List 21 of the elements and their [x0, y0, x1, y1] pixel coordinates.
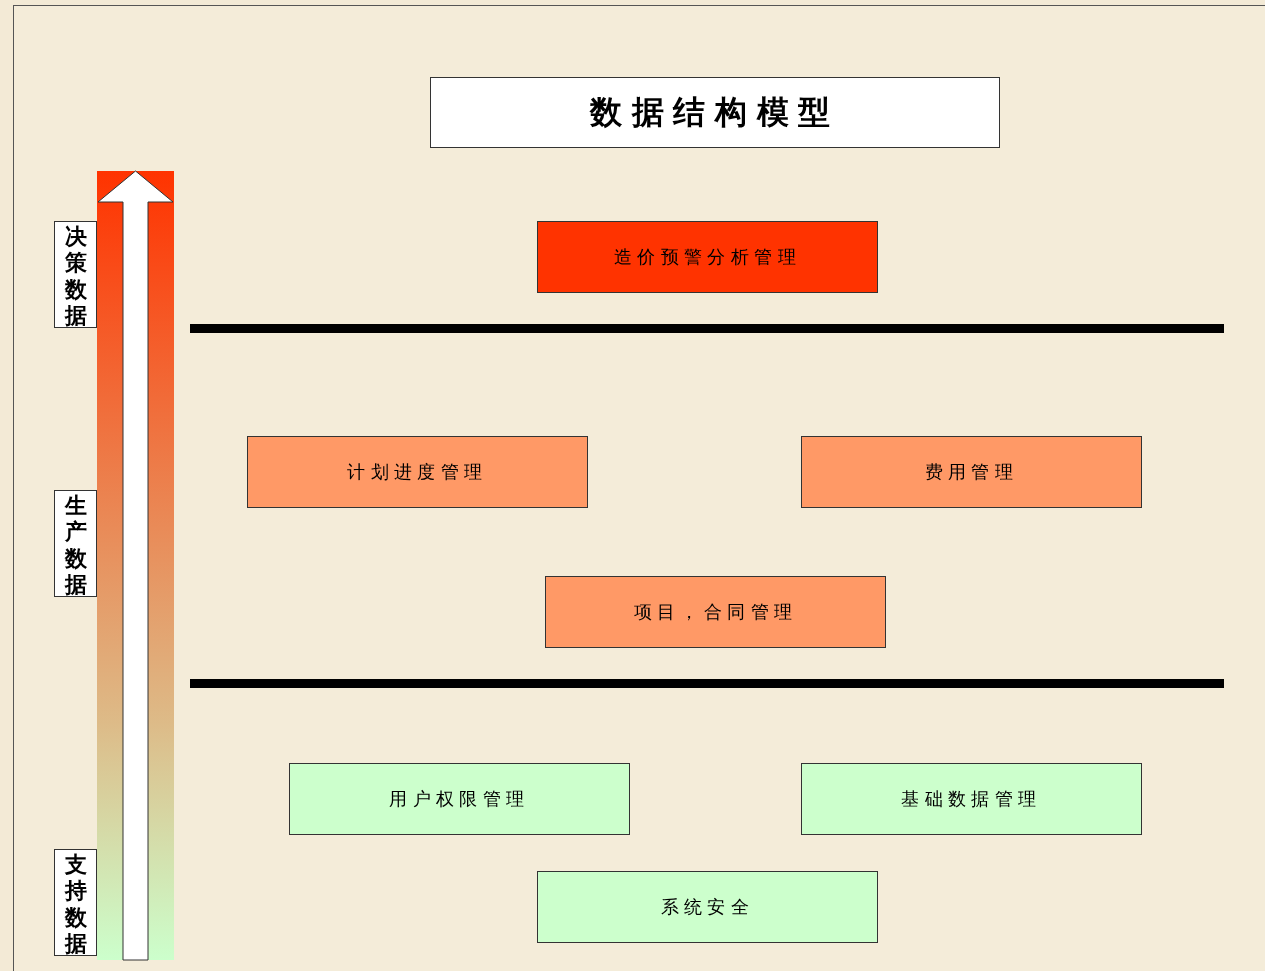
label-box — [54, 490, 97, 597]
module-label: 造价预警分析管理 — [613, 245, 802, 269]
module-box — [537, 221, 878, 293]
module-label: 系统安全 — [660, 895, 755, 919]
label-text: 决策数据 — [64, 224, 87, 325]
module-label: 费用管理 — [924, 460, 1019, 484]
module-box — [801, 436, 1142, 508]
label-text: 支持数据 — [64, 852, 87, 953]
module-box — [545, 576, 886, 648]
module-box — [537, 871, 878, 943]
module-label: 项目，合同管理 — [633, 600, 798, 624]
label-box — [54, 221, 97, 328]
label-text: 生产数据 — [64, 493, 87, 594]
module-box — [247, 436, 588, 508]
module-box — [801, 763, 1142, 835]
module-label: 用户权限管理 — [389, 787, 530, 811]
title: 数据结构模型 — [430, 77, 1000, 148]
label-box — [54, 849, 97, 956]
module-label: 基础数据管理 — [901, 787, 1042, 811]
module-box — [289, 763, 630, 835]
module-label: 计划进度管理 — [347, 460, 488, 484]
